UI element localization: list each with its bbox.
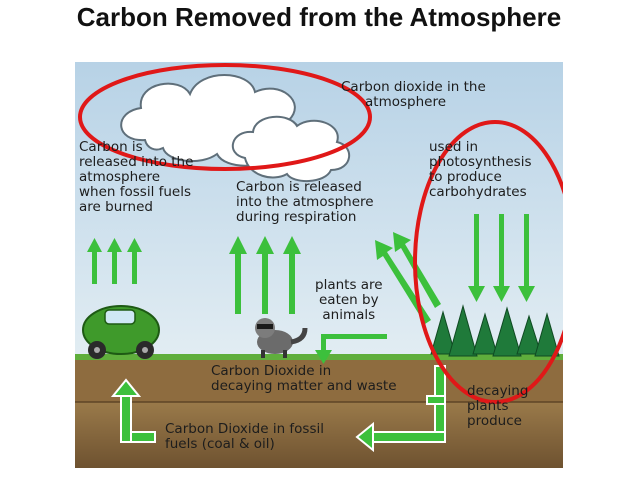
soil-upper [75, 358, 563, 402]
soil-lower [75, 402, 563, 468]
raccoon-icon [255, 318, 308, 358]
highlight-atmosphere [78, 63, 372, 171]
highlight-photosynthesis [413, 120, 563, 404]
decaying-matter-label: Carbon Dioxide in decaying matter and wa… [211, 363, 397, 394]
fossil-fuels-label: Carbon Dioxide in fossil fuels (coal & o… [165, 421, 325, 452]
cycle-arrow-icon [110, 365, 446, 453]
car-icon [82, 305, 160, 359]
respiration-label: Carbon is released into the atmosphere d… [236, 179, 374, 225]
fossil-release-label: Carbon is released into the atmosphere w… [79, 139, 194, 215]
atmosphere-label: Carbon dioxide in the atmosphere [341, 79, 486, 110]
eaten-label: plants are eaten by animals [315, 277, 383, 323]
decaying-plants-label: decaying plants produce [467, 383, 529, 429]
up-arrow-icon [229, 236, 301, 314]
eaten-arrow-icon [315, 334, 387, 364]
down-arrow-icon [468, 214, 535, 302]
photosynthesis-label: used in photosynthesis to produce carboh… [429, 139, 532, 200]
up-arrow-icon [87, 238, 142, 284]
page-title: Carbon Removed from the Atmosphere [76, 2, 562, 32]
carbon-cycle-diagram: Carbon dioxide in the atmosphere Carbon … [75, 62, 563, 468]
trees-icon [430, 304, 560, 357]
cloud-icon [120, 74, 351, 182]
